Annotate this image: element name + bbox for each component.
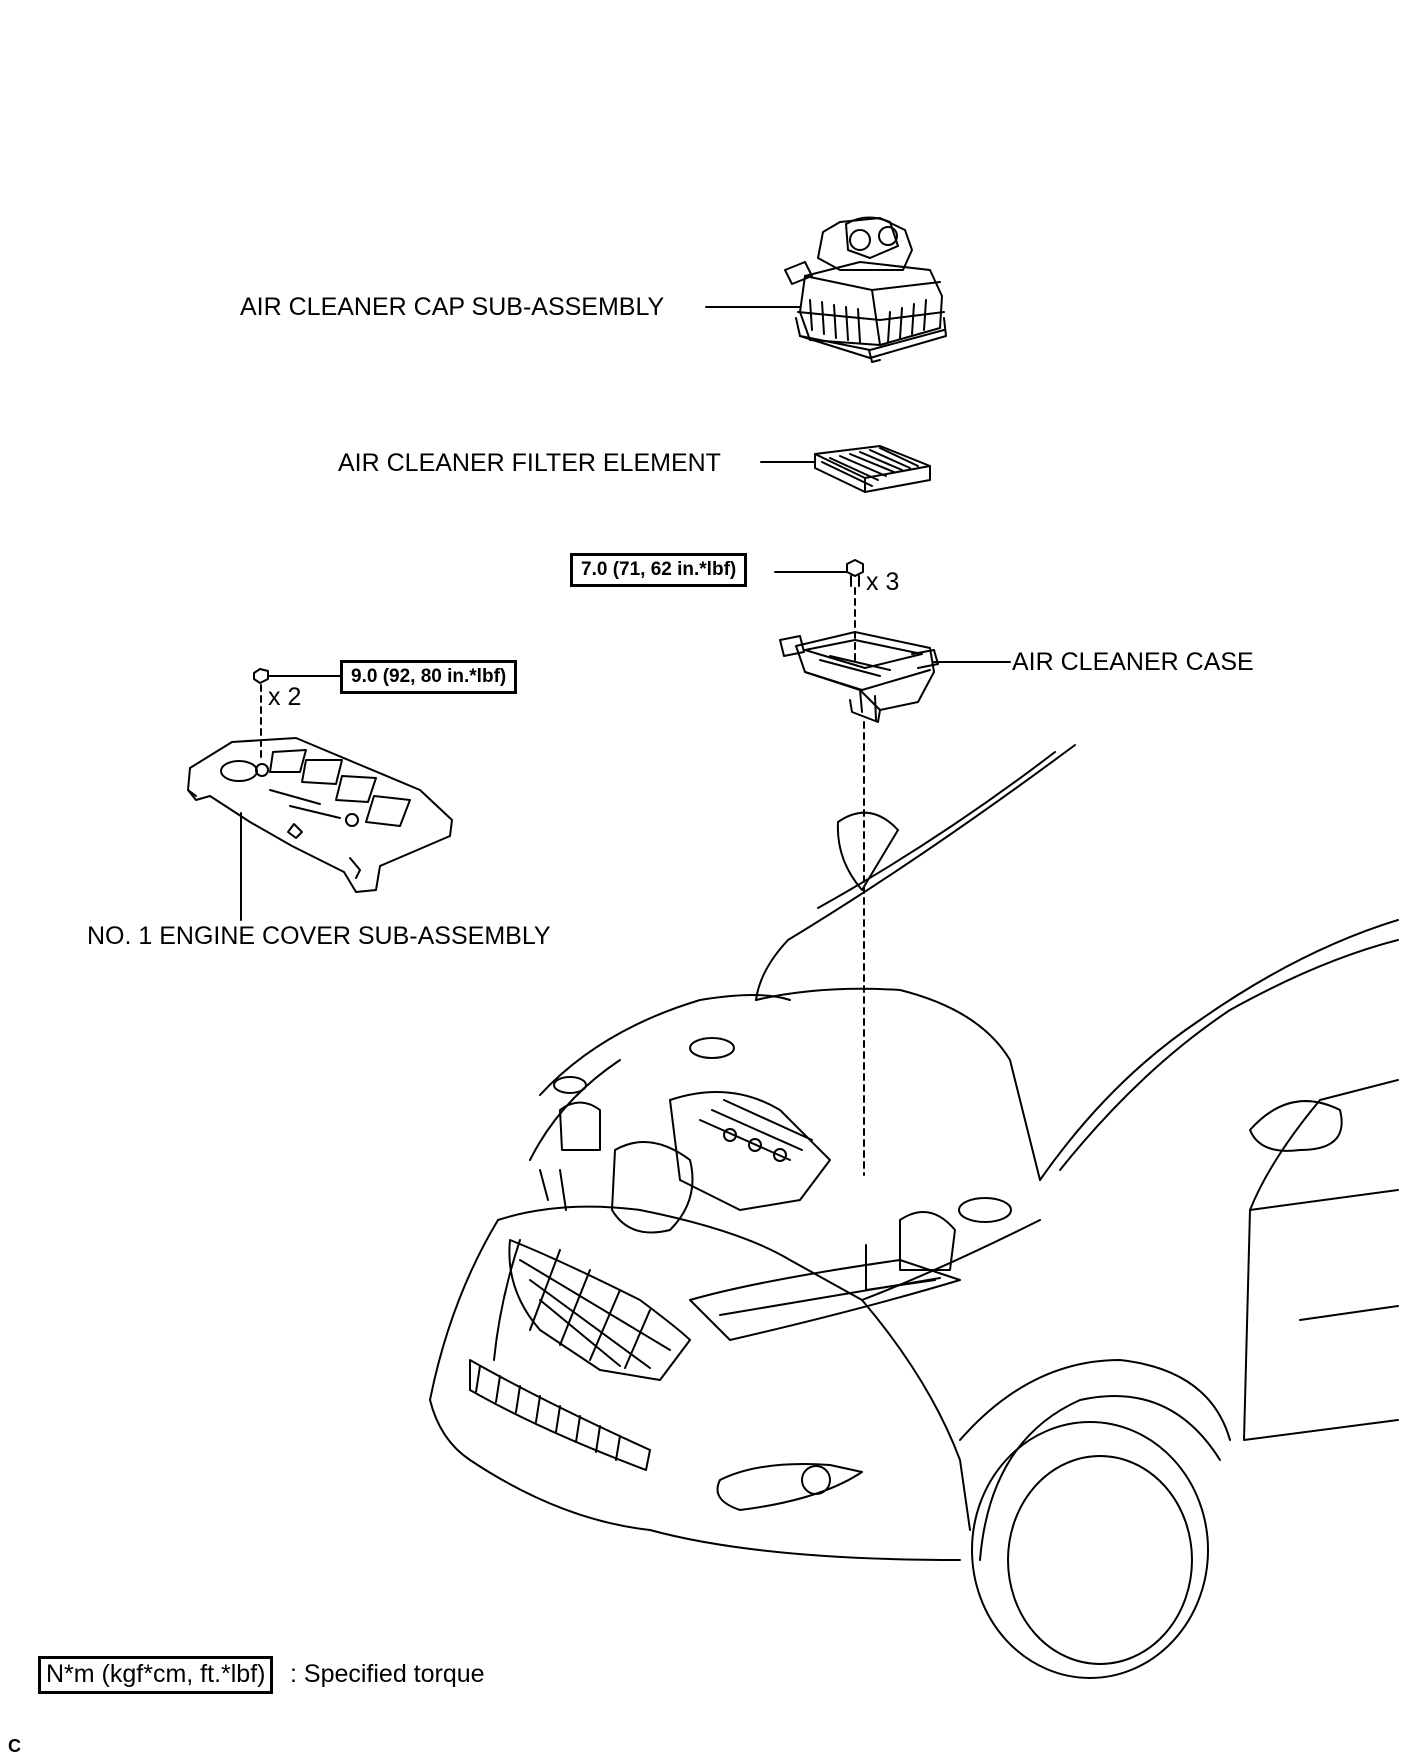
air-cleaner-filter-illustration: [814, 445, 931, 493]
label-cap: AIR CLEANER CAP SUB-ASSEMBLY: [240, 293, 665, 321]
air-cleaner-cap-illustration: [784, 216, 947, 363]
label-filter: AIR CLEANER FILTER ELEMENT: [338, 449, 721, 477]
figure-code: C: [8, 1736, 21, 1756]
engine-cover-illustration: [187, 737, 453, 893]
qty-cover-nut: x 2: [268, 683, 302, 711]
air-cleaner-case-illustration: [779, 631, 939, 723]
vehicle-illustration: [429, 744, 1399, 1679]
legend-unit-box: N*m (kgf*cm, ft.*lbf): [38, 1656, 274, 1694]
label-case: AIR CLEANER CASE: [1012, 648, 1254, 676]
cover-nut-illustration: [253, 668, 269, 684]
case-bolt-illustration: [846, 559, 864, 587]
label-engine-cover: NO. 1 ENGINE COVER SUB-ASSEMBLY: [87, 922, 551, 950]
qty-case-bolt: x 3: [866, 568, 900, 596]
torque-box-case: 7.0 (71, 62 in.*lbf): [570, 553, 748, 587]
legend-text: : Specified torque: [290, 1660, 485, 1688]
torque-box-cover: 9.0 (92, 80 in.*lbf): [340, 660, 518, 694]
